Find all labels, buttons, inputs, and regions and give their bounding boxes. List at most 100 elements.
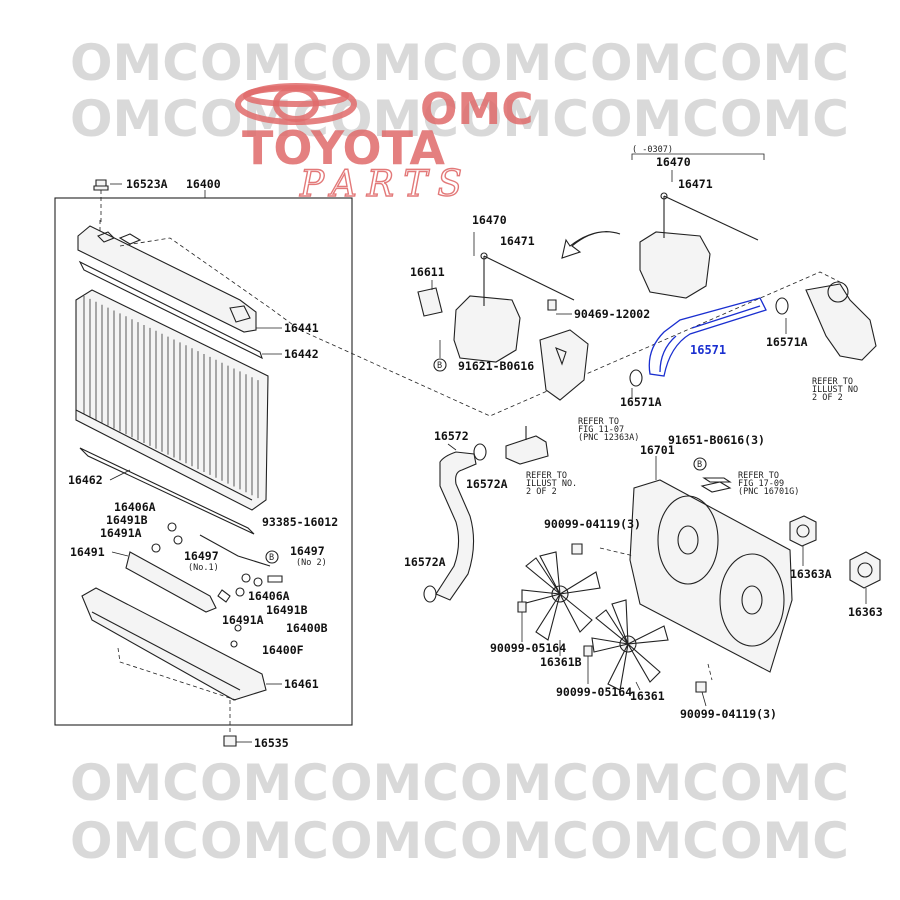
circle-b-text: B (437, 361, 442, 371)
note-line: 2 OF 2 (526, 487, 557, 497)
water-outlet-right (805, 281, 877, 361)
part-label: 90099-05164 (490, 641, 566, 655)
part-label: 16497 (184, 549, 219, 563)
part-label: 16572A (404, 555, 446, 569)
part-label: 16470 (472, 213, 507, 227)
gasket-16442 (78, 260, 282, 360)
part-label: 16571A (620, 395, 662, 409)
part-label: 16400B (286, 621, 328, 635)
note-line: REFER TO (738, 471, 779, 481)
part-label: 16535 (254, 736, 289, 750)
note-line: (PNC 16701G) (738, 487, 799, 497)
part-label: 16497 (290, 544, 325, 558)
drain-plug-16535 (223, 700, 252, 747)
hose-clamp-16571A (629, 297, 789, 398)
circle-b-marker: B (433, 358, 447, 372)
reference-dashed-line (119, 237, 841, 417)
part-label: 16406A (114, 500, 156, 514)
circle-b-text: B (269, 553, 274, 563)
note-line: FIG 17-09 (738, 479, 784, 489)
fan-blade-16361B (521, 551, 601, 656)
radiator-hose-16571 (648, 297, 767, 377)
fan-shroud-16701 (599, 456, 793, 681)
logo-parts-text: PARTS (299, 164, 472, 205)
arrow-icon (561, 231, 621, 259)
fan-motor-16363A (789, 515, 817, 566)
part-label: 90099-04119(3) (680, 707, 777, 721)
radiator-core (75, 289, 269, 511)
note-line: ILLUST NO. (526, 479, 577, 489)
part-label: 16400F (262, 643, 304, 657)
part-label: 16491A (100, 526, 142, 540)
circle-b-marker: B (693, 457, 707, 471)
reference-dashed-line (117, 647, 237, 701)
logo-omc-text: OMC (420, 84, 533, 135)
lower-tank-16461 (81, 587, 282, 701)
note-line: ILLUST NO (812, 385, 858, 395)
part-label: 90469-12002 (574, 307, 650, 321)
part-label: 16523A (126, 177, 168, 191)
note-line: REFER TO (578, 417, 619, 427)
radiator-hose-16572 (423, 443, 487, 603)
part-label: 16471 (500, 234, 535, 248)
bolt-90469 (547, 299, 572, 315)
radiator-fins (83, 296, 259, 499)
part-label: 16400 (186, 177, 221, 191)
part-label: 16611 (410, 265, 445, 279)
part-label: 16572A (466, 477, 508, 491)
part-label: 16361B (540, 655, 582, 669)
part-label: 16571A (766, 335, 808, 349)
refer-note-fig-17-09: REFER TO FIG 17-09 (PNC 16701G) (702, 471, 799, 497)
part-label: 16441 (284, 321, 319, 335)
bolt-90099-04119-bot (695, 681, 707, 707)
part-label: 16363 (848, 605, 883, 619)
radiator-cap-16523A (93, 179, 122, 222)
reserve-tank-top-16470 (631, 153, 765, 299)
note-line: REFER TO (526, 471, 567, 481)
toyota-emblem-icon (235, 83, 357, 125)
part-sub-label: (No 2) (296, 558, 327, 568)
part-label: 93385-16012 (262, 515, 338, 529)
part-label: 16491B (266, 603, 308, 617)
part-label: 16491B (106, 513, 148, 527)
part-label: 16406A (248, 589, 290, 603)
part-label: 16572 (434, 429, 469, 443)
note-line: REFER TO (812, 377, 853, 387)
part-sub-label: (No.1) (188, 563, 219, 573)
bolt-90099-04119-top (571, 543, 583, 555)
part-label: 16461 (284, 677, 319, 691)
bracket-16611 (417, 280, 443, 317)
nut-90099-05164-bot (583, 645, 593, 684)
water-inlet (505, 426, 549, 465)
gasket-16462 (79, 447, 255, 535)
note-line: FIG 11-07 (578, 425, 624, 435)
upper-tank-16441 (77, 225, 282, 333)
part-label: 16442 (284, 347, 319, 361)
part-label: 16491 (70, 545, 105, 559)
bracket-assembly (539, 329, 589, 401)
fan-blade-16361 (591, 599, 669, 691)
radiator-assembly-frame (54, 197, 353, 726)
part-label: 91651-B0616(3) (668, 433, 765, 447)
oil-cooler-16491 (111, 522, 283, 648)
part-label: 16361 (630, 689, 665, 703)
circle-b-marker: B (265, 550, 279, 564)
part-label: 91621-B0616 (458, 359, 534, 373)
part-label: 16491A (222, 613, 264, 627)
reserve-tank-16470 (453, 232, 575, 363)
logo-toyota-text: TOYOTA (242, 121, 445, 175)
date-range-label: ( -0307) (632, 145, 673, 155)
part-label: 16363A (790, 567, 832, 581)
refer-note-illust-2of2-right: REFER TO ILLUST NO 2 OF 2 (812, 377, 858, 403)
refer-note-fig-11-07: REFER TO FIG 11-07 (PNC 12363A) (578, 417, 639, 443)
part-label: 16471 (678, 177, 713, 191)
nut-90099-05164-left (517, 601, 527, 642)
fan-motor-16363 (849, 551, 881, 604)
part-label-highlight: 16571 (690, 343, 726, 357)
circle-b-text: B (697, 460, 702, 470)
part-label: 90099-05164 (556, 685, 632, 699)
note-line: 2 OF 2 (812, 393, 843, 403)
